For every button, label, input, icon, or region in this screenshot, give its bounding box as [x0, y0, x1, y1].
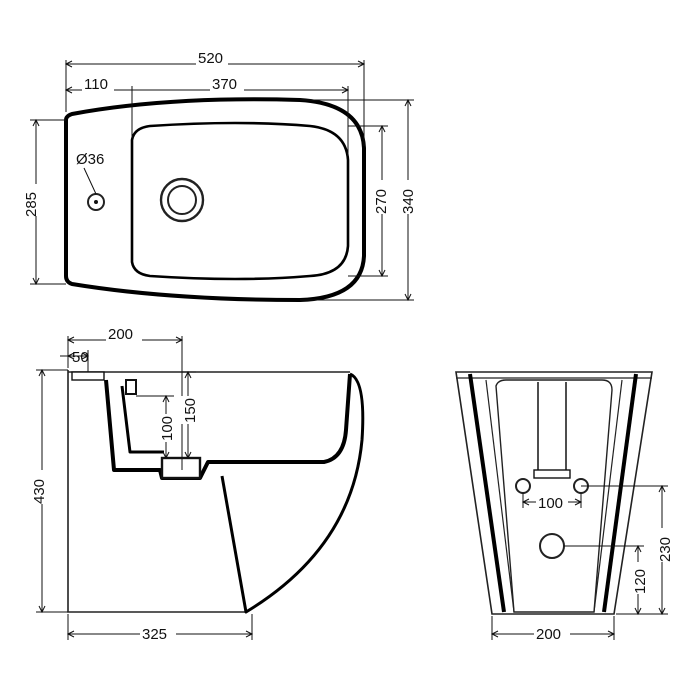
back-center-post: [537, 382, 567, 477]
back-wall-right: [602, 373, 638, 613]
arrow-50-l: [66, 352, 75, 360]
arrow-120-b: [634, 607, 642, 616]
arrow-325-l: [66, 630, 75, 638]
bg-110: [82, 76, 114, 92]
top-basin: [130, 121, 350, 281]
arrow-bolt-l: [521, 498, 530, 506]
back-view: 100 230 120 200: [455, 371, 674, 643]
top-view: Ø36 520 110 370 285 270: [22, 50, 417, 302]
arrow-200s-r: [175, 336, 184, 344]
dim-120: 120: [632, 569, 649, 594]
bolt-hole-left: [515, 478, 531, 494]
arrow-120-t: [634, 544, 642, 553]
arrow-520-r: [357, 60, 366, 68]
arrow-bolt-r: [574, 498, 583, 506]
back-panel: [495, 379, 613, 613]
arrow-230-b: [658, 607, 666, 616]
drain-inner: [167, 185, 197, 215]
dim-270: 270: [373, 189, 390, 214]
side-bowl-outer: [220, 372, 365, 614]
dim-430: 430: [31, 479, 48, 504]
dim-520: 520: [198, 50, 223, 67]
bg-270: [370, 180, 388, 214]
arrow-200s-l: [66, 336, 75, 344]
arrow-200b-r: [607, 630, 616, 638]
dim-50: 50: [72, 349, 89, 366]
dim-340: 340: [400, 189, 417, 214]
dim-325: 325: [142, 626, 167, 643]
bg-370: [210, 76, 244, 92]
arrow-430-t: [38, 368, 46, 377]
back-wall-left: [468, 373, 506, 613]
arrow-270-t: [378, 124, 386, 133]
top-outline: [64, 97, 366, 302]
bg-340: [398, 180, 416, 214]
side-body: [67, 370, 246, 613]
back-outer: [455, 371, 653, 615]
arrow-325-r: [245, 630, 254, 638]
arrow-340-t: [404, 98, 412, 107]
back-post-base: [533, 469, 571, 479]
arrow-110-l: [64, 86, 73, 94]
tap-hole-leader: [83, 167, 97, 195]
side-valve: [125, 379, 137, 395]
dim-hole-diameter: Ø36: [76, 151, 104, 168]
arrow-230-t: [658, 484, 666, 493]
back-drain-hole: [539, 533, 565, 559]
dim-110: 110: [84, 76, 108, 93]
dim-370: 370: [212, 76, 237, 93]
side-channel: [120, 385, 164, 454]
arrow-285-t: [32, 118, 40, 127]
arrow-150-t: [184, 370, 192, 379]
bg-bolt: [536, 494, 568, 510]
arrow-370-r: [341, 86, 350, 94]
arrow-520-l: [64, 60, 73, 68]
side-rim-notch: [71, 371, 105, 381]
back-inner-right: [593, 379, 623, 613]
bg-520: [196, 50, 228, 66]
dim-bolt-spacing: 100: [538, 495, 563, 512]
side-view: 200 50 430 100 150 325: [28, 326, 365, 643]
bg-430: [28, 470, 46, 504]
bg-100: [156, 414, 172, 442]
dim-200-side: 200: [108, 326, 133, 343]
dim-100: 100: [159, 416, 176, 441]
arrow-270-b: [378, 269, 386, 278]
arrow-430-b: [38, 605, 46, 614]
side-bowl-inner: [104, 373, 352, 480]
tap-hole-center: [94, 200, 98, 204]
dim-150: 150: [182, 398, 199, 423]
bg-120: [630, 562, 646, 594]
arrow-285-b: [32, 277, 40, 286]
back-inner-left: [485, 379, 515, 613]
side-drain: [160, 456, 202, 480]
arrow-100-b: [162, 451, 170, 460]
drain-outer: [159, 177, 205, 223]
dim-200-back: 200: [536, 626, 561, 643]
bg-325: [140, 626, 176, 642]
arrow-200b-l: [490, 630, 499, 638]
arrow-340-b: [404, 293, 412, 302]
dim-285: 285: [23, 192, 40, 217]
bg-200b: [534, 626, 570, 642]
arrow-50-r: [81, 352, 90, 360]
dim-230: 230: [657, 537, 674, 562]
arrow-100-t: [162, 394, 170, 403]
bg-230: [654, 528, 672, 562]
arrow-150-b: [184, 451, 192, 460]
bg-200s: [106, 326, 142, 342]
bg-285: [22, 184, 38, 216]
bg-150: [180, 396, 196, 424]
